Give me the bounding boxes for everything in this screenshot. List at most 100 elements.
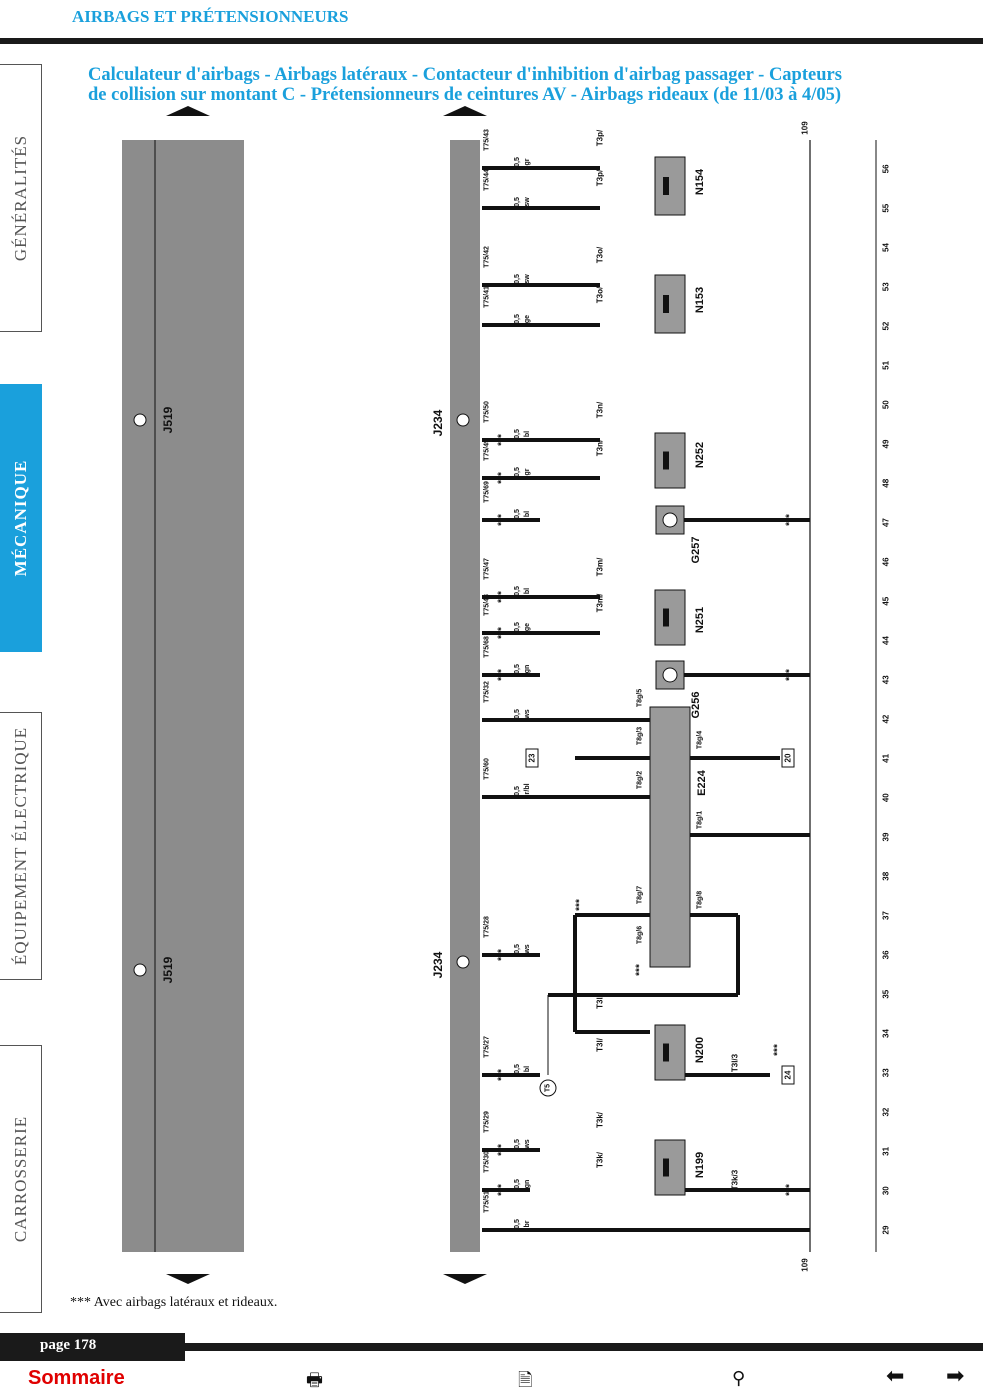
- connector-label: T3m/: [596, 593, 605, 612]
- column-number: 46: [882, 557, 891, 566]
- wire-size-label: 0,5: [514, 622, 521, 632]
- note-marker: ***: [497, 949, 508, 961]
- component-N154: [654, 156, 686, 216]
- connector-label: T3p/: [596, 129, 605, 146]
- column-number: 38: [882, 871, 891, 880]
- wire-size-label: 0,5: [514, 586, 521, 596]
- connector-label: T3n/: [596, 439, 605, 456]
- pin-label: T75/49: [484, 439, 491, 461]
- column-number: 47: [882, 518, 891, 527]
- column-number: 50: [882, 400, 891, 409]
- top-divider: [0, 38, 983, 44]
- antenna-icon: [133, 413, 147, 427]
- search-binoculars-icon[interactable]: ⚲: [732, 1368, 746, 1389]
- ground-point: [539, 1079, 557, 1097]
- note-marker: ***: [497, 514, 508, 526]
- reference-box: [781, 748, 795, 768]
- e224-pin-label: T8g/6: [637, 926, 644, 944]
- pin-label: T75/32: [484, 681, 491, 703]
- document-icon[interactable]: 🗎: [518, 1370, 533, 1391]
- component-label: N252: [694, 442, 706, 468]
- sommaire-link[interactable]: Sommaire: [28, 1367, 125, 1389]
- column-number: 34: [882, 1029, 891, 1038]
- bottom-divider: [185, 1343, 983, 1351]
- pin-label: T75/60: [484, 758, 491, 780]
- wire-size-label: 0,5: [514, 274, 521, 284]
- pin-label: T75/51: [484, 1191, 491, 1213]
- component-label: G257: [690, 537, 702, 564]
- wire-size-label: 0,5: [514, 429, 521, 439]
- tab-generalites[interactable]: GÉNÉRALITÉS: [0, 64, 42, 332]
- previous-arrow-icon[interactable]: ⬅: [886, 1364, 905, 1389]
- rail-label: 109: [801, 1258, 810, 1272]
- connector-label: T3l/: [596, 1037, 605, 1052]
- connector-label: T3p/: [596, 169, 605, 186]
- module-j234-label: J234: [431, 409, 445, 436]
- direction-arrow: [443, 1274, 487, 1284]
- module-j234-label: J234: [431, 951, 445, 978]
- component-label: N153: [694, 287, 706, 313]
- pin-label: T75/28: [484, 916, 491, 938]
- column-number: 30: [882, 1186, 891, 1195]
- wire-size-label: 0,5: [514, 664, 521, 674]
- e224-pin-label: T8g/1: [697, 811, 704, 829]
- wire-size-label: 0,5: [514, 709, 521, 719]
- wire-color-label: gn: [524, 1180, 531, 1189]
- ground-label: T5: [545, 1084, 552, 1092]
- tab-mecanique[interactable]: MÉCANIQUE: [0, 384, 42, 652]
- wire-color-label: bl: [524, 1066, 531, 1072]
- component-N251: [654, 589, 686, 646]
- column-number: 49: [882, 439, 891, 448]
- wire-size-label: 0,5: [514, 1139, 521, 1149]
- wire-color-label: sw: [524, 274, 531, 284]
- sensor-icon: [662, 512, 678, 528]
- column-number: 45: [882, 596, 891, 605]
- diagram-title-line-2: de collision sur montant C - Prétensionn…: [88, 85, 842, 105]
- direction-arrow: [166, 106, 210, 116]
- note-marker: ***: [497, 434, 508, 446]
- column-number: 48: [882, 478, 891, 487]
- footnote: *** Avec airbags latéraux et rideaux.: [70, 1295, 278, 1310]
- section-title: AIRBAGS ET PRÉTENSIONNEURS: [72, 7, 349, 26]
- column-number: 37: [882, 911, 891, 920]
- module-j519-label: J519: [161, 956, 175, 983]
- print-icon[interactable]: 🖶: [306, 1370, 323, 1391]
- next-arrow-icon[interactable]: ➡: [946, 1364, 965, 1389]
- column-number: 43: [882, 675, 891, 684]
- pin-label: T75/48: [484, 594, 491, 616]
- pin-label: T75/68: [484, 636, 491, 658]
- column-number: 55: [882, 203, 891, 212]
- column-number: 54: [882, 243, 891, 252]
- reference-box: [781, 1065, 795, 1085]
- note-marker: ***: [497, 591, 508, 603]
- wire-color-label: bl: [524, 588, 531, 594]
- e224-pin-label: T8g/2: [637, 771, 644, 789]
- module-j519-label: J519: [161, 406, 175, 433]
- connector-label: T3k/: [596, 1111, 605, 1128]
- diagram-title-line-1: Calculateur d'airbags - Airbags latéraux…: [88, 65, 842, 85]
- wire-size-label: 0,5: [514, 944, 521, 954]
- column-number: 39: [882, 832, 891, 841]
- pin-label: T75/27: [484, 1036, 491, 1058]
- e224-pin-label: T8g/8: [697, 891, 704, 909]
- tab-equipement-electrique[interactable]: ÉQUIPEMENT ÉLECTRIQUE: [0, 712, 42, 980]
- pin-label: T75/30: [484, 1151, 491, 1173]
- wire-size-label: 0,5: [514, 1219, 521, 1229]
- tab-carrosserie[interactable]: CARROSSERIE: [0, 1045, 42, 1313]
- column-number: 31: [882, 1146, 891, 1155]
- component-label: N199: [694, 1152, 706, 1178]
- e224-pin-label: T8g/3: [637, 727, 644, 745]
- note-marker: ***: [497, 669, 508, 681]
- component-label: N154: [694, 168, 706, 195]
- pin-label: T75/41: [484, 286, 491, 308]
- antenna-icon: [456, 955, 470, 969]
- tab-label: GÉNÉRALITÉS: [10, 134, 30, 262]
- connector-label: T3n/: [596, 401, 605, 418]
- column-number: 32: [882, 1107, 891, 1116]
- wire-size-label: 0,5: [514, 1179, 521, 1189]
- note-marker: ***: [575, 899, 586, 911]
- component-label: N251: [694, 607, 706, 633]
- note-marker: ***: [497, 1069, 508, 1081]
- column-number: 33: [882, 1068, 891, 1077]
- rail-label: 109: [801, 121, 810, 135]
